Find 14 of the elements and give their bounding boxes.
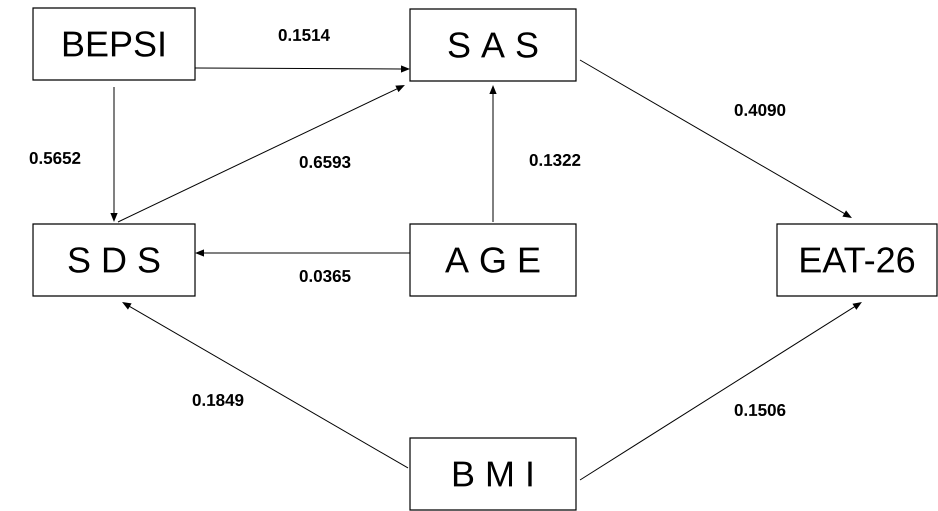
edge-label: 0.1514 [277,28,331,42]
edge-label: 0.5652 [28,150,82,166]
variable-box: BEPSI [32,7,196,81]
variable-box: S A S [409,8,577,82]
variable-box: A G E [409,223,577,297]
variable-box: EAT-26 [776,223,938,297]
variable-box: S D S [32,223,196,297]
edge-label: 0.6593 [298,154,352,170]
edge-label: 0.0365 [298,268,352,284]
edge-label: 0.1322 [528,152,582,168]
edge-label: 0.1506 [733,402,787,417]
variable-box: B M I [409,437,577,511]
edge-label: 0.4090 [733,102,787,118]
edge-label: 0.1849 [191,392,245,407]
